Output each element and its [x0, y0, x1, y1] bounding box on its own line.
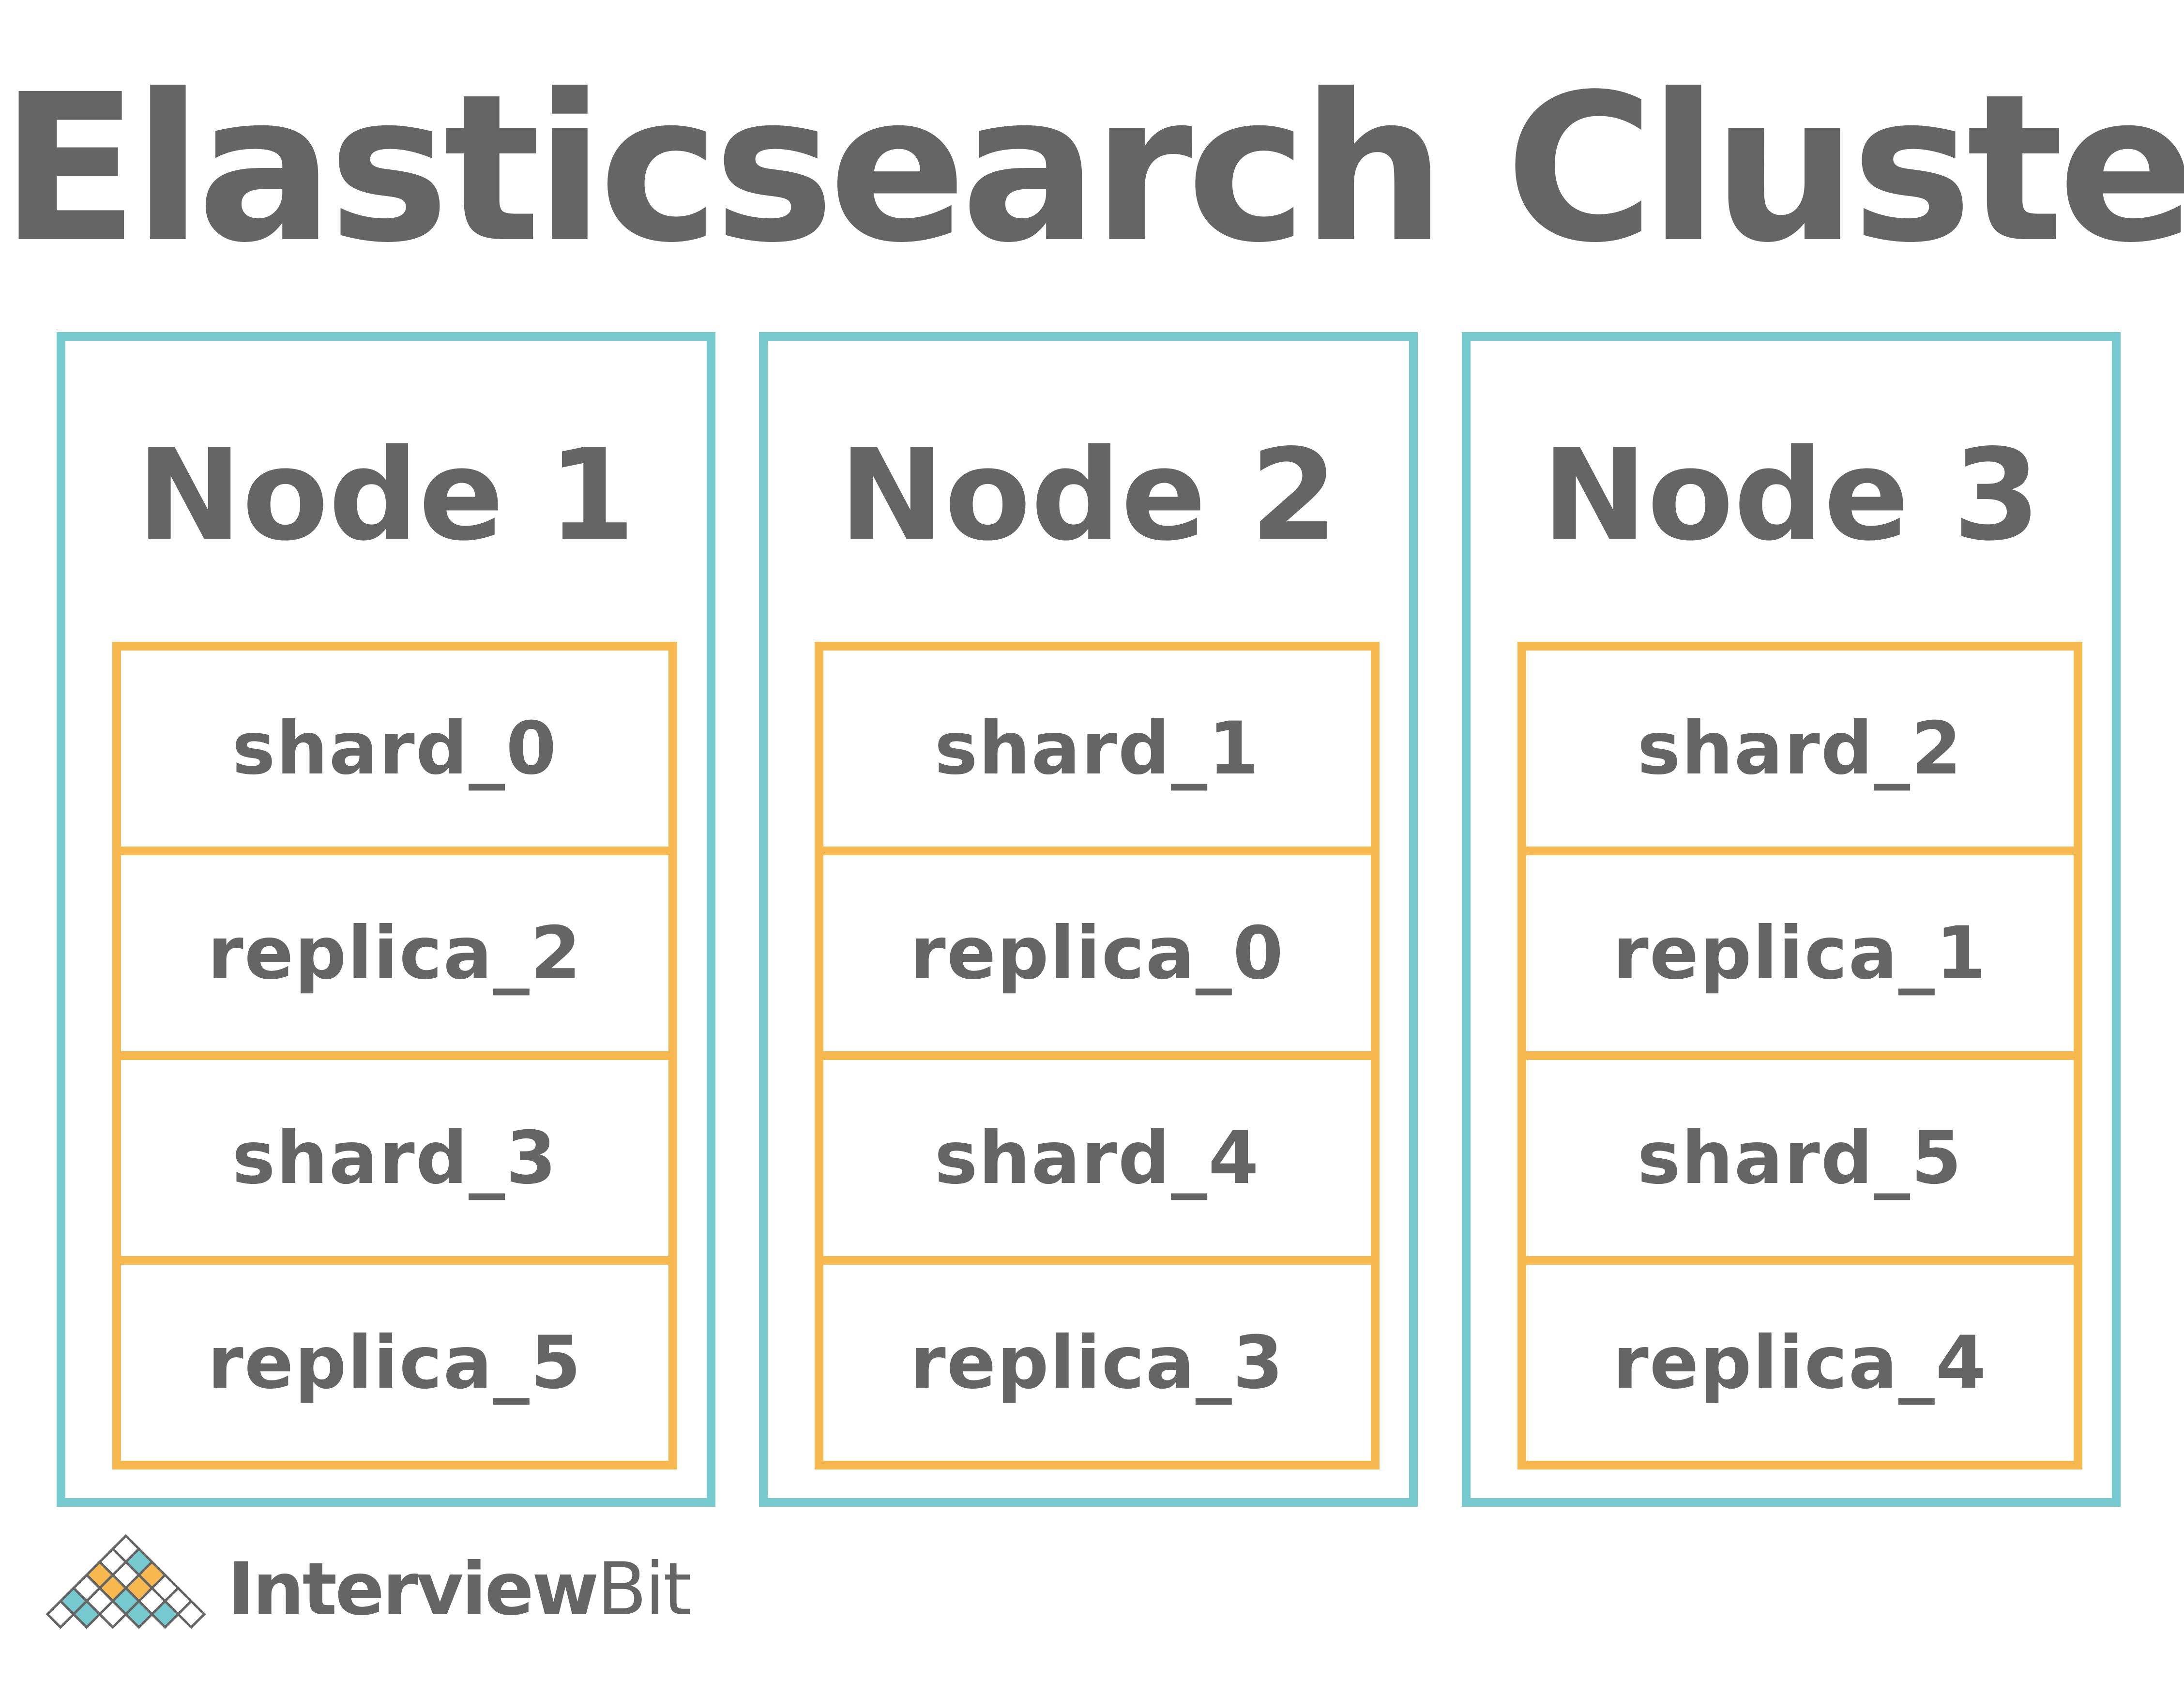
node-title: Node 3 [1542, 423, 2041, 569]
shard-cell: replica_4 [1526, 1256, 2074, 1461]
node-3-box: Node 3 shard_2 replica_1 shard_5 replica… [1462, 332, 2121, 1507]
logo-text-strong: Interview [228, 1547, 599, 1632]
interviewbit-logo: InterviewBit [44, 1532, 692, 1643]
shard-list: shard_1 replica_0 shard_4 replica_3 [815, 642, 1380, 1469]
logo-text-light: Bit [597, 1547, 692, 1632]
logo-wordmark: InterviewBit [228, 1547, 692, 1632]
node-title: Node 1 [136, 423, 636, 569]
shard-cell: replica_3 [823, 1256, 1371, 1461]
shard-cell: shard_4 [823, 1051, 1371, 1256]
node-title: Node 2 [839, 423, 1338, 569]
shard-cell: replica_5 [121, 1256, 668, 1461]
shard-cell: shard_1 [934, 706, 1260, 791]
shard-cell: shard_0 [232, 706, 558, 791]
shard-list: shard_2 replica_1 shard_5 replica_4 [1517, 642, 2082, 1469]
node-2-box: Node 2 shard_1 replica_0 shard_4 replica… [759, 332, 1418, 1507]
diagram-title: Elasticsearch Cluster [0, 51, 2184, 288]
shard-cell: replica_2 [121, 847, 668, 1051]
shard-cell: shard_5 [1526, 1051, 2074, 1256]
shard-cell: replica_1 [1526, 847, 2074, 1051]
shard-cell: shard_3 [121, 1051, 668, 1256]
shard-cell: shard_2 [1637, 706, 1963, 791]
shard-cell: replica_0 [823, 847, 1371, 1051]
shard-list: shard_0 replica_2 shard_3 replica_5 [112, 642, 677, 1469]
interviewbit-diamond-grid-icon [46, 1534, 206, 1629]
node-1-box: Node 1 shard_0 replica_2 shard_3 replica… [57, 332, 715, 1507]
